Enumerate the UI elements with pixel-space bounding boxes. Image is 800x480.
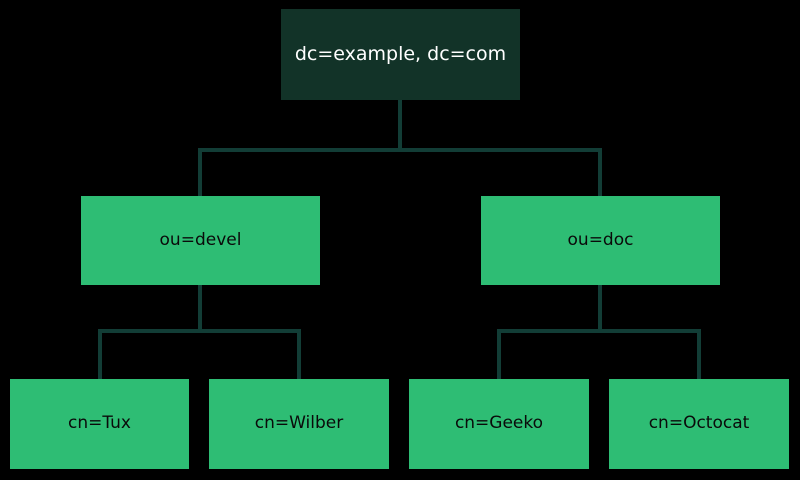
node-cn-geeko-label: cn=Geeko <box>454 413 544 434</box>
connector-root-to-devel <box>198 148 202 198</box>
node-cn-geeko[interactable]: cn=Geeko <box>409 379 589 469</box>
connector-devel-stem <box>198 285 202 333</box>
node-root-label: dc=example, dc=com <box>294 42 507 65</box>
connector-doc-stem <box>598 285 602 333</box>
connector-devel-to-tux <box>98 329 102 381</box>
node-root-dc-example-dc-com[interactable]: dc=example, dc=com <box>281 9 520 100</box>
node-cn-wilber-label: cn=Wilber <box>254 413 344 434</box>
connector-root-stem <box>398 100 402 152</box>
node-cn-octocat-label: cn=Octocat <box>648 413 750 434</box>
node-ou-doc-label: ou=doc <box>567 229 634 250</box>
node-ou-devel[interactable]: ou=devel <box>81 196 320 285</box>
connector-root-bar <box>198 148 602 152</box>
connector-devel-to-wilber <box>297 329 301 381</box>
node-ou-devel-label: ou=devel <box>159 229 242 250</box>
node-ou-doc[interactable]: ou=doc <box>481 196 720 285</box>
node-cn-octocat[interactable]: cn=Octocat <box>609 379 789 469</box>
connector-doc-to-octocat <box>697 329 701 381</box>
node-cn-tux-label: cn=Tux <box>67 413 131 434</box>
connector-devel-bar <box>98 329 301 333</box>
connector-doc-bar <box>497 329 701 333</box>
connector-root-to-doc <box>598 148 602 198</box>
node-cn-wilber[interactable]: cn=Wilber <box>209 379 389 469</box>
connector-doc-to-geeko <box>497 329 501 381</box>
node-cn-tux[interactable]: cn=Tux <box>10 379 189 469</box>
